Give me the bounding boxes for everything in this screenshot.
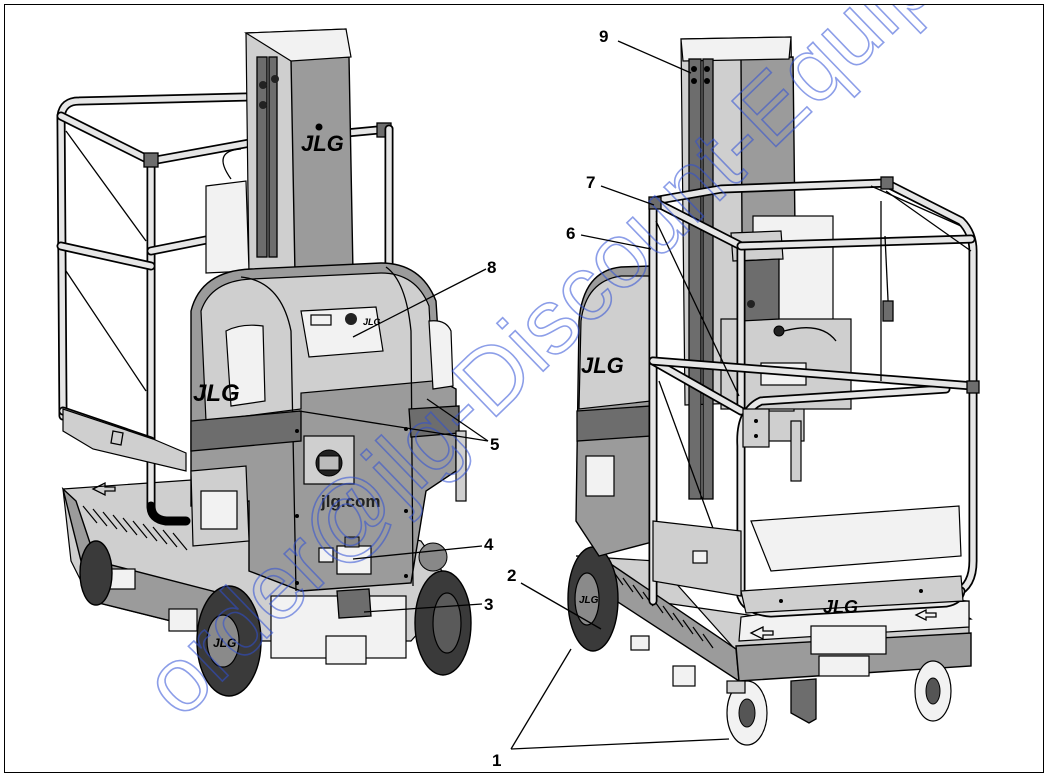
callout-4: 4	[484, 535, 494, 554]
svg-text:JLG: JLG	[579, 595, 599, 606]
figure-frame: JLG	[4, 4, 1044, 773]
svg-text:JLG: JLG	[193, 380, 240, 407]
svg-text:JLG: JLG	[363, 317, 381, 327]
svg-text:JLG: JLG	[581, 353, 624, 378]
svg-text:JLG: JLG	[213, 636, 236, 650]
right-caster-2	[914, 660, 952, 722]
callout-2: 2	[507, 566, 516, 585]
callout-8: 8	[487, 258, 496, 277]
callout-9: 9	[599, 27, 608, 46]
right-guardrail: JLG	[648, 176, 980, 618]
left-base-unit: JLG JLG jlg.com	[190, 262, 467, 619]
right-machine: JLG JLG	[567, 36, 980, 746]
svg-text:JLG: JLG	[823, 597, 858, 617]
svg-text:JLG: JLG	[301, 131, 344, 156]
callout-7: 7	[586, 173, 595, 192]
lift-diagram: JLG	[56, 5, 1043, 770]
left-front-wheel-2	[414, 570, 472, 676]
callout-leaders	[298, 40, 730, 750]
right-rear-wheel: JLG	[567, 546, 619, 652]
left-rear-wheel	[79, 540, 113, 606]
website-label: jlg.com	[320, 492, 381, 511]
callout-3: 3	[484, 595, 493, 614]
callout-labels: 9 7 6 8 5 4 3 2 1	[484, 27, 608, 770]
left-machine: JLG	[56, 28, 472, 697]
callout-1: 1	[492, 751, 501, 770]
right-caster-1	[726, 680, 768, 746]
callout-5: 5	[490, 435, 499, 454]
callout-6: 6	[566, 224, 575, 243]
left-mast: JLG	[205, 28, 354, 276]
left-front-wheel-1: JLG	[196, 585, 262, 697]
